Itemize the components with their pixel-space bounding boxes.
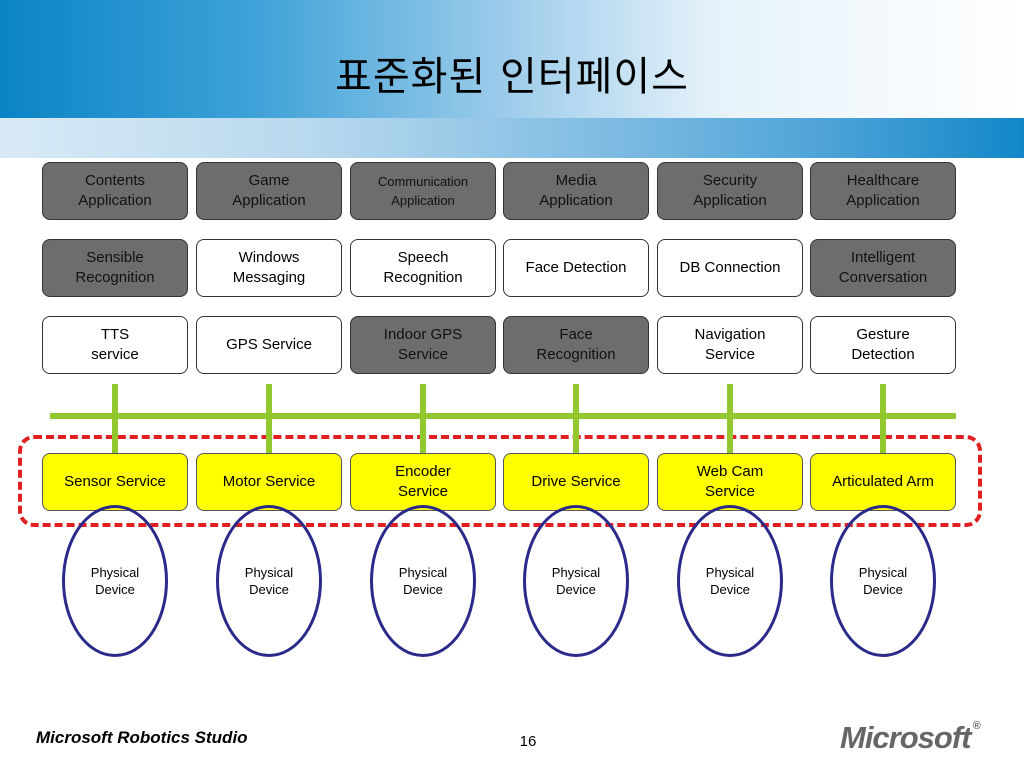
applications-box: Healthcare Application: [810, 162, 956, 220]
applications-box: Communication Application: [350, 162, 496, 220]
middle-box: Face Detection: [503, 239, 649, 297]
services-box: Face Recognition: [503, 316, 649, 374]
physical-device-ellipse: Physical Device: [523, 505, 629, 657]
connector-drop: [112, 384, 118, 454]
hardware-services-box: Sensor Service: [42, 453, 188, 511]
page-number: 16: [519, 733, 537, 750]
services-box: TTS service: [42, 316, 188, 374]
microsoft-logo: Microsoft®: [840, 720, 981, 755]
physical-device-ellipse: Physical Device: [830, 505, 936, 657]
middle-box: DB Connection: [657, 239, 803, 297]
services-box: Indoor GPS Service: [350, 316, 496, 374]
services-box: Navigation Service: [657, 316, 803, 374]
connector-bus: [50, 413, 956, 419]
connector-drop: [880, 384, 886, 454]
connector-drop: [420, 384, 426, 454]
services-box: GPS Service: [196, 316, 342, 374]
applications-box: Media Application: [503, 162, 649, 220]
header-gradient-band: [0, 0, 1024, 118]
applications-box: Contents Application: [42, 162, 188, 220]
connector-drop: [727, 384, 733, 454]
applications-box: Security Application: [657, 162, 803, 220]
services-box: Gesture Detection: [810, 316, 956, 374]
physical-device-ellipse: Physical Device: [677, 505, 783, 657]
microsoft-logo-text: Microsoft: [840, 720, 971, 755]
connector-drop: [573, 384, 579, 454]
middle-box: Intelligent Conversation: [810, 239, 956, 297]
slide-title: 표준화된 인터페이스: [335, 54, 689, 100]
physical-device-ellipse: Physical Device: [62, 505, 168, 657]
middle-box: Speech Recognition: [350, 239, 496, 297]
applications-box: Game Application: [196, 162, 342, 220]
middle-box: Windows Messaging: [196, 239, 342, 297]
hardware-services-box: Articulated Arm: [810, 453, 956, 511]
middle-box: Sensible Recognition: [42, 239, 188, 297]
physical-device-ellipse: Physical Device: [216, 505, 322, 657]
physical-device-ellipse: Physical Device: [370, 505, 476, 657]
hardware-services-box: Encoder Service: [350, 453, 496, 511]
header-accent-band: [0, 118, 1024, 158]
hardware-services-box: Web Cam Service: [657, 453, 803, 511]
hardware-services-box: Drive Service: [503, 453, 649, 511]
footer-brand: Microsoft Robotics Studio: [36, 728, 248, 747]
hardware-services-dashed-region: [18, 435, 982, 527]
hardware-services-box: Motor Service: [196, 453, 342, 511]
connector-drop: [266, 384, 272, 454]
